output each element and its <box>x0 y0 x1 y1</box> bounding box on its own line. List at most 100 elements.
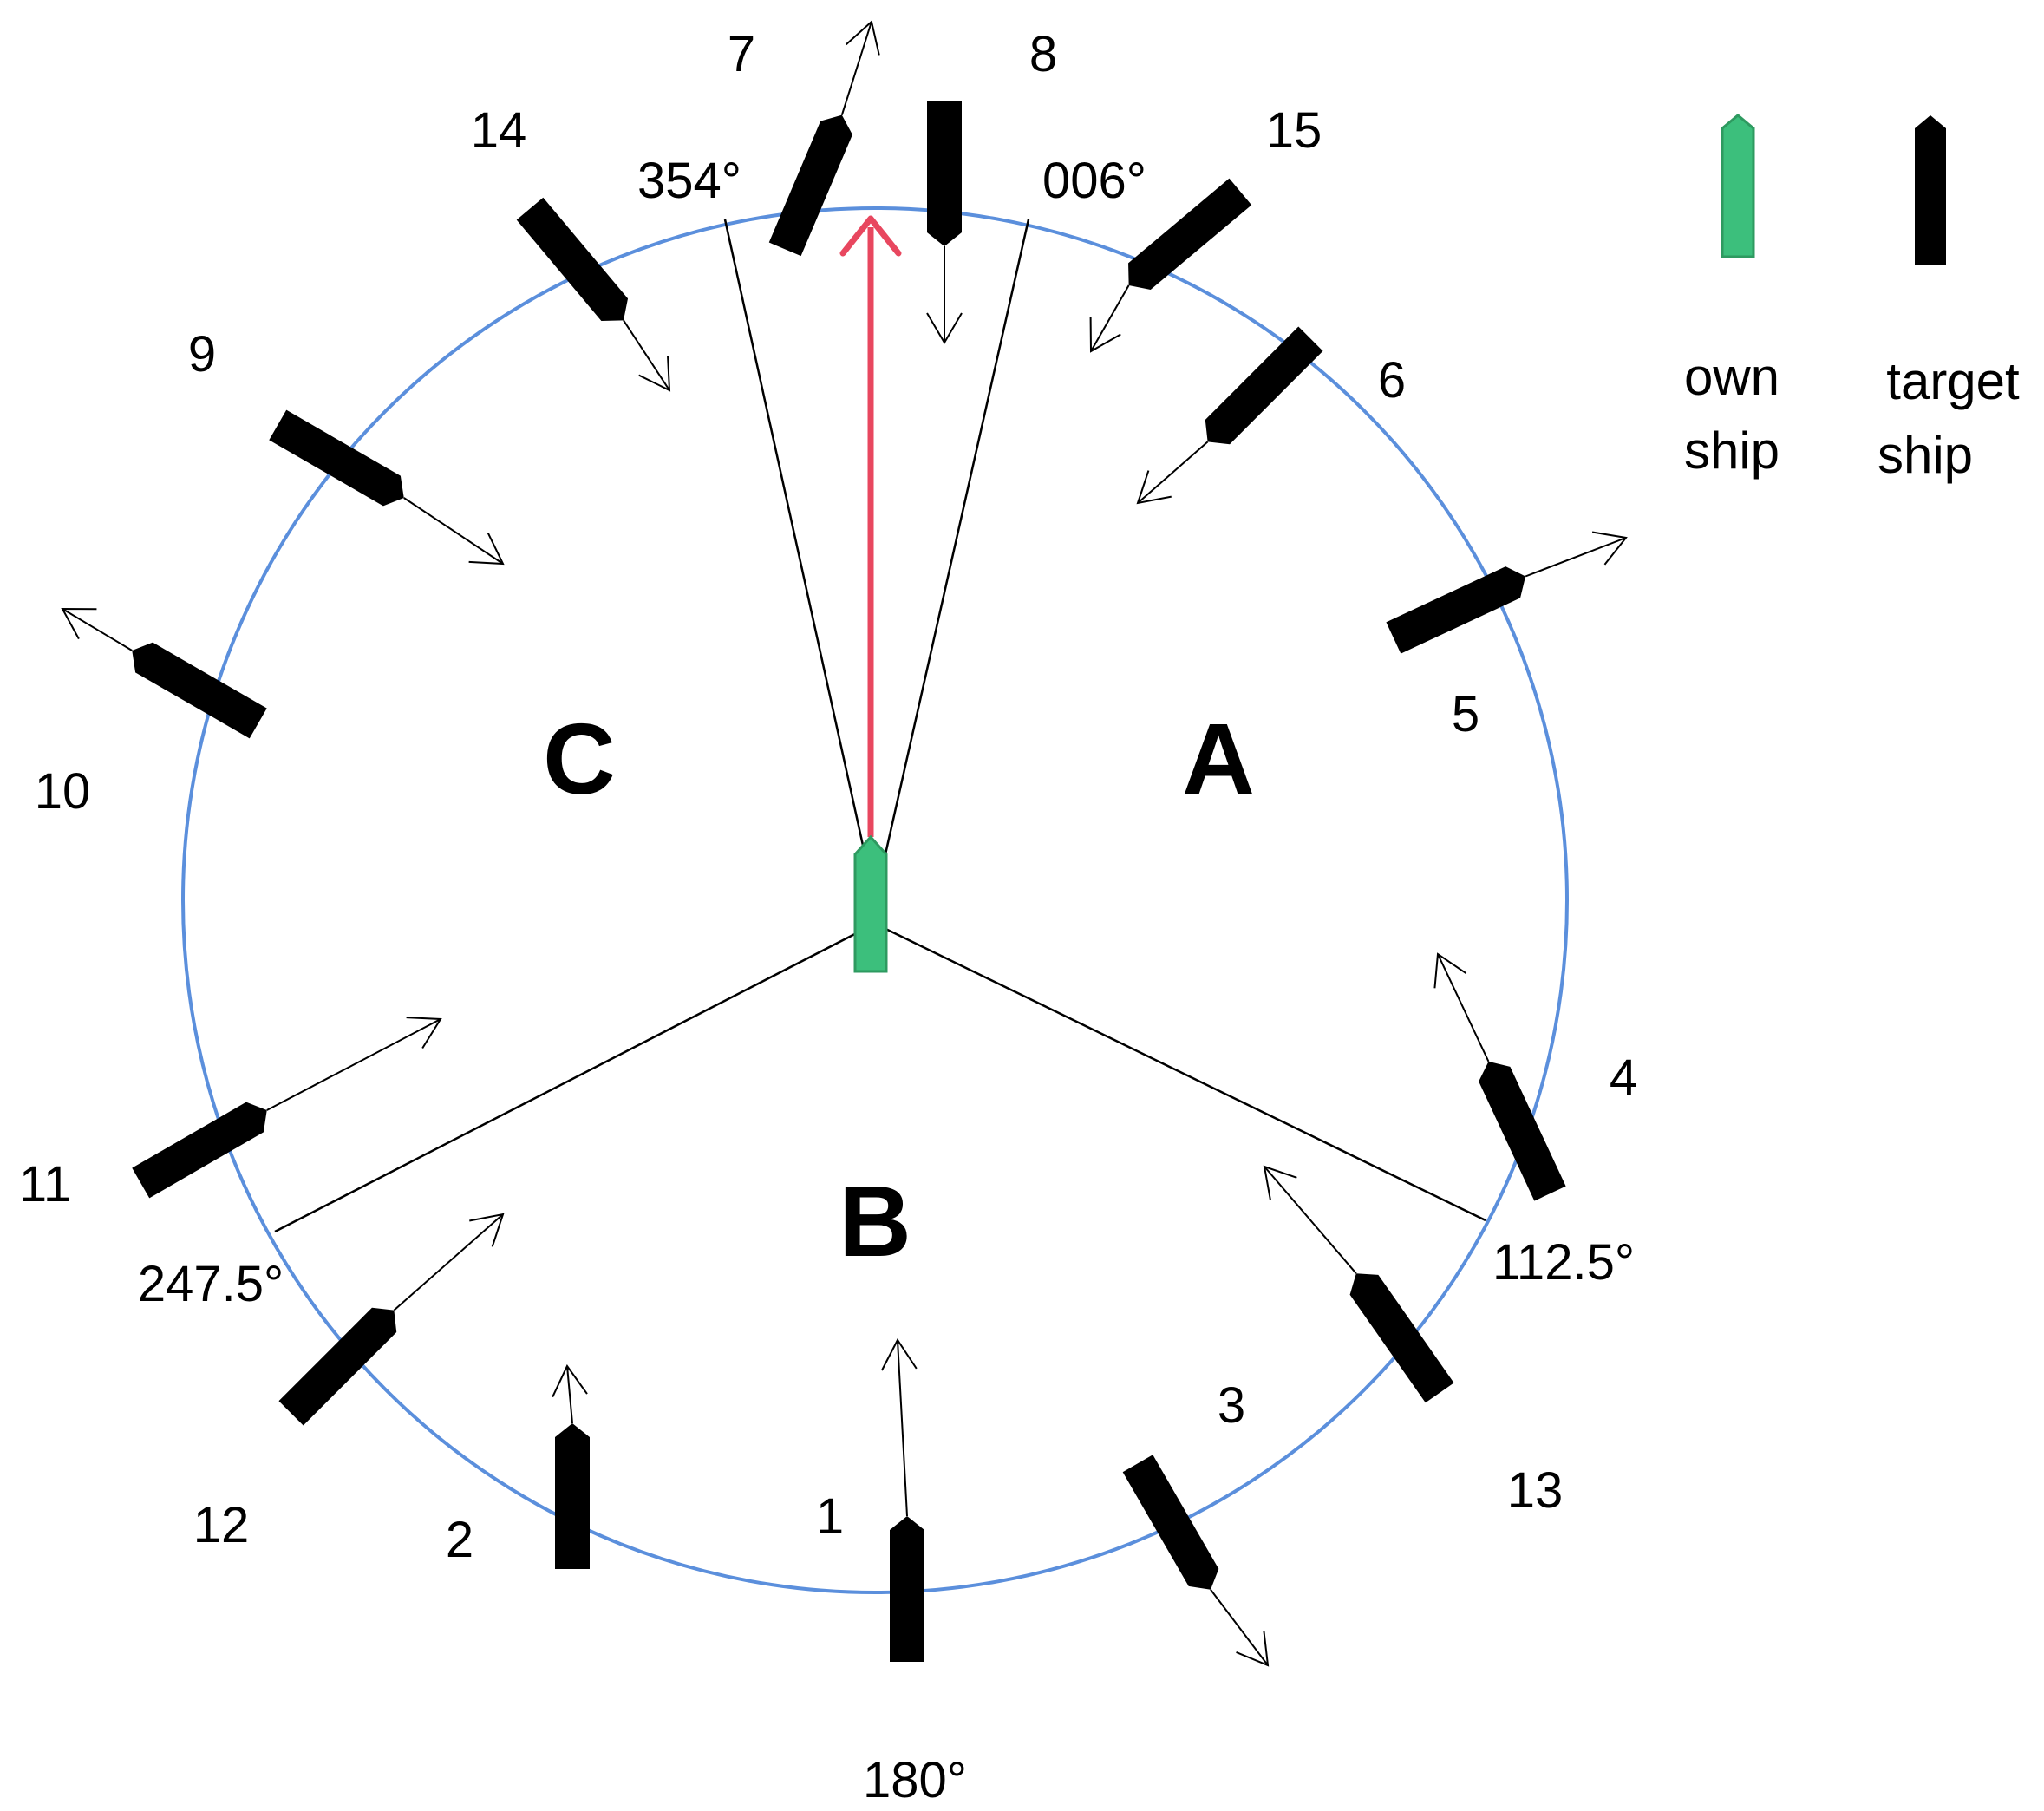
sector-boundary-lines <box>274 219 1486 1233</box>
target-ship-14-icon <box>516 197 629 321</box>
zone-a-label: A <box>1182 703 1255 815</box>
target-ship-12-arrow-head <box>469 1213 505 1247</box>
target-ship-13-arrow-head <box>1263 1165 1297 1200</box>
target-ship-2-course-arrow <box>566 1365 573 1424</box>
target-ship-9: 9 <box>188 326 505 566</box>
target-ship-14-arrow-head <box>638 356 671 392</box>
target-ship-6-course-arrow <box>1137 441 1209 504</box>
target-ship-15-label: 15 <box>1266 102 1322 159</box>
target-ship-1-icon <box>890 1516 924 1662</box>
target-ship-13-label: 13 <box>1507 1462 1564 1519</box>
sector-line-112 <box>874 922 1486 1222</box>
target-ship-10: 10 <box>35 607 267 820</box>
target-ship-1-course-arrow <box>897 1339 908 1517</box>
legend-target-ship-label-line2: ship <box>1877 426 1973 484</box>
target-ship-3-course-arrow <box>1210 1589 1269 1666</box>
sector-line-006 <box>873 219 1030 901</box>
target-ship-1: 1 <box>816 1338 924 1662</box>
legend-own-ship-label-line2: ship <box>1684 422 1780 480</box>
target-ship-14-label: 14 <box>471 102 527 159</box>
zone-c-label: C <box>543 703 616 815</box>
target-ship-12: 12 <box>193 1213 505 1553</box>
bearing-112-label: 112.5° <box>1492 1234 1635 1291</box>
target-ship-11: 11 <box>19 1017 442 1213</box>
target-ship-4: 4 <box>1433 952 1637 1201</box>
target-ship-14: 14 <box>471 102 671 392</box>
target-ship-6: 6 <box>1136 326 1406 505</box>
legend: own ship target ship <box>1684 114 2020 484</box>
target-ship-6-icon <box>1205 326 1323 445</box>
target-ship-7: 7 <box>728 20 880 257</box>
target-ship-3-icon <box>1122 1455 1219 1590</box>
target-ship-4-label: 4 <box>1610 1049 1637 1106</box>
target-ship-13-course-arrow <box>1264 1166 1357 1274</box>
own-ship-icon <box>853 834 888 973</box>
target-ship-8-label: 8 <box>1029 26 1057 82</box>
target-ship-4-course-arrow <box>1437 953 1490 1062</box>
target-ship-3-arrow-head <box>1236 1631 1270 1667</box>
target-ship-3: 3 <box>1122 1377 1270 1667</box>
target-ship-15: 15 <box>1089 102 1322 353</box>
legend-target-ship-label-line1: target <box>1886 352 2020 410</box>
target-ship-15-course-arrow <box>1090 284 1130 352</box>
target-ship-10-label: 10 <box>35 763 91 820</box>
target-ship-13: 13 <box>1263 1165 1564 1519</box>
target-ship-14-course-arrow <box>623 319 670 391</box>
target-ship-4-icon <box>1479 1061 1566 1201</box>
target-ship-5: 5 <box>1386 531 1628 742</box>
legend-target-ship-icon <box>1915 115 1946 265</box>
target-ship-11-course-arrow <box>266 1018 441 1111</box>
target-ship-13-icon <box>1349 1273 1454 1403</box>
target-ship-10-arrow-head <box>61 607 97 640</box>
target-ship-11-icon <box>132 1102 267 1199</box>
target-ship-2-arrow-head <box>552 1364 588 1398</box>
heading-arrow-head <box>839 215 902 257</box>
target-ship-12-course-arrow <box>393 1213 504 1311</box>
target-ship-5-arrow-head <box>1591 531 1628 566</box>
target-ship-6-label: 6 <box>1378 352 1406 409</box>
target-ship-11-label: 11 <box>19 1156 71 1213</box>
target-ship-7-label: 7 <box>728 26 755 82</box>
bearing-247-label: 247.5° <box>138 1256 284 1312</box>
target-ship-12-icon <box>278 1307 397 1426</box>
range-circle <box>181 206 1569 1594</box>
target-ship-7-icon <box>768 114 852 257</box>
target-ship-9-course-arrow <box>403 497 504 565</box>
target-ship-8-arrow-head <box>926 312 963 344</box>
target-ship-9-arrow-head <box>468 533 505 566</box>
target-ship-7-course-arrow <box>840 21 872 115</box>
target-ship-8: 8 <box>926 26 1057 344</box>
target-ship-7-arrow-head <box>845 20 880 56</box>
target-ship-15-icon <box>1128 178 1252 291</box>
sector-line-354 <box>723 219 877 901</box>
bearing-006-label: 006° <box>1042 153 1146 209</box>
target-ship-3-label: 3 <box>1218 1377 1245 1434</box>
zone-b-label: B <box>839 1165 911 1278</box>
target-ship-9-icon <box>269 409 404 507</box>
target-ship-6-arrow-head <box>1136 470 1172 505</box>
bearing-180-label: 180° <box>863 1752 967 1808</box>
target-ship-4-arrow-head <box>1433 952 1467 989</box>
target-ship-1-label: 1 <box>816 1488 844 1545</box>
target-ship-5-label: 5 <box>1452 686 1479 742</box>
target-ship-8-icon <box>927 101 962 246</box>
target-ship-2-label: 2 <box>446 1512 473 1568</box>
target-ship-9-label: 9 <box>188 326 216 382</box>
target-ship-10-course-arrow <box>62 608 133 651</box>
target-ship-5-course-arrow <box>1525 537 1627 578</box>
target-ship-15-arrow-head <box>1089 317 1121 353</box>
sector-line-247 <box>274 922 876 1233</box>
target-ship-2: 2 <box>446 1364 590 1569</box>
target-ship-10-icon <box>132 642 267 739</box>
target-ship-5-icon <box>1386 566 1526 654</box>
legend-own-ship-icon <box>1721 114 1755 258</box>
target-ship-12-label: 12 <box>193 1497 250 1553</box>
bearing-354-label: 354° <box>637 153 741 209</box>
target-ship-11-arrow-head <box>406 1017 442 1049</box>
legend-own-ship-label-line1: own <box>1684 348 1780 406</box>
target-ship-2-icon <box>555 1423 590 1569</box>
own-ship-heading-arrow <box>839 215 902 837</box>
target-ship-1-arrow-head <box>880 1338 918 1371</box>
